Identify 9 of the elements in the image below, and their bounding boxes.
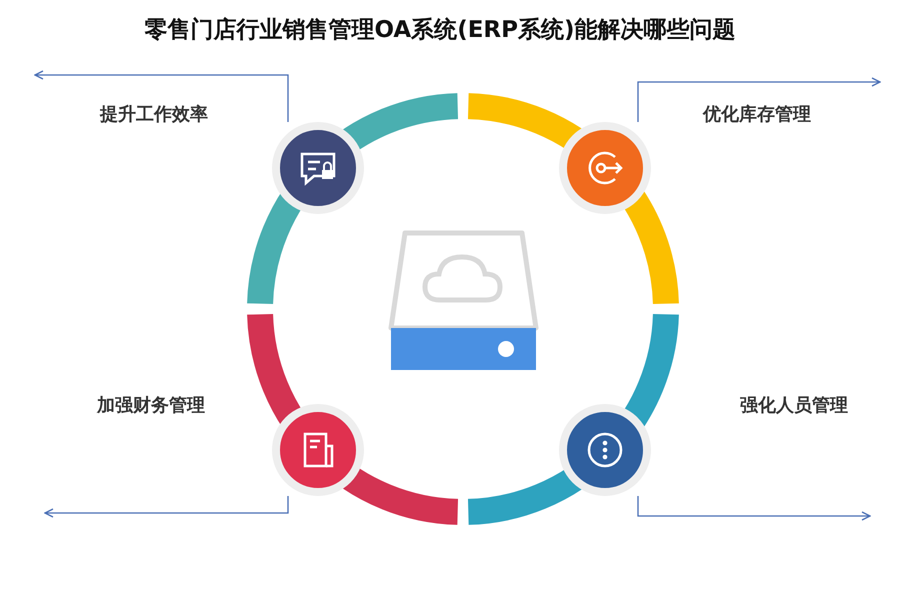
arrow [34, 70, 289, 122]
feature-label: 提升工作效率 [100, 103, 208, 126]
feature-label: 强化人员管理 [740, 394, 848, 417]
arrow [637, 77, 881, 122]
arrow [44, 496, 289, 518]
feature-label: 加强财务管理 [97, 394, 205, 417]
arrow [637, 496, 871, 521]
title: 零售门店行业销售管理OA系统(ERP系统)能解决哪些问题 [143, 16, 737, 45]
feature-label: 优化库存管理 [703, 103, 811, 126]
